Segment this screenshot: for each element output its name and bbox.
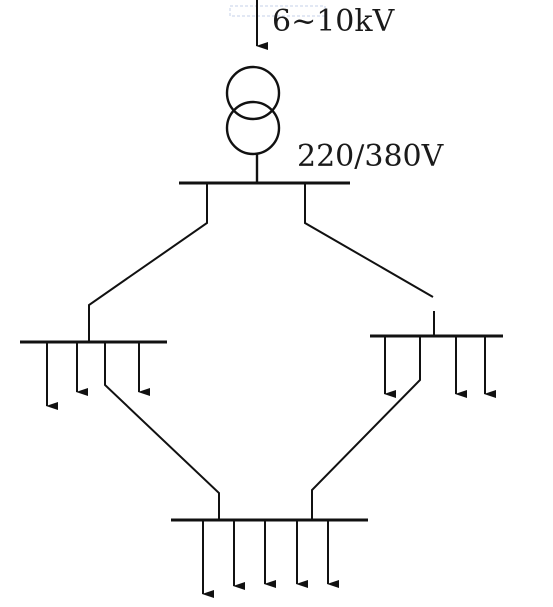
right-bus-loads bbox=[384, 336, 496, 398]
right-to-bottom-link bbox=[311, 336, 421, 520]
left-to-bottom-link bbox=[104, 342, 220, 520]
left-feeder-line bbox=[88, 183, 208, 341]
left-bus-loads bbox=[46, 342, 150, 410]
bottom-bus-loads bbox=[202, 520, 339, 598]
transformer-icon bbox=[225, 65, 281, 183]
right-feeder-line bbox=[304, 183, 434, 298]
hv-voltage-label: 6~10kV bbox=[272, 4, 396, 39]
lv-voltage-label: 220/380V bbox=[297, 139, 445, 174]
faint-header-artifact bbox=[229, 5, 326, 17]
